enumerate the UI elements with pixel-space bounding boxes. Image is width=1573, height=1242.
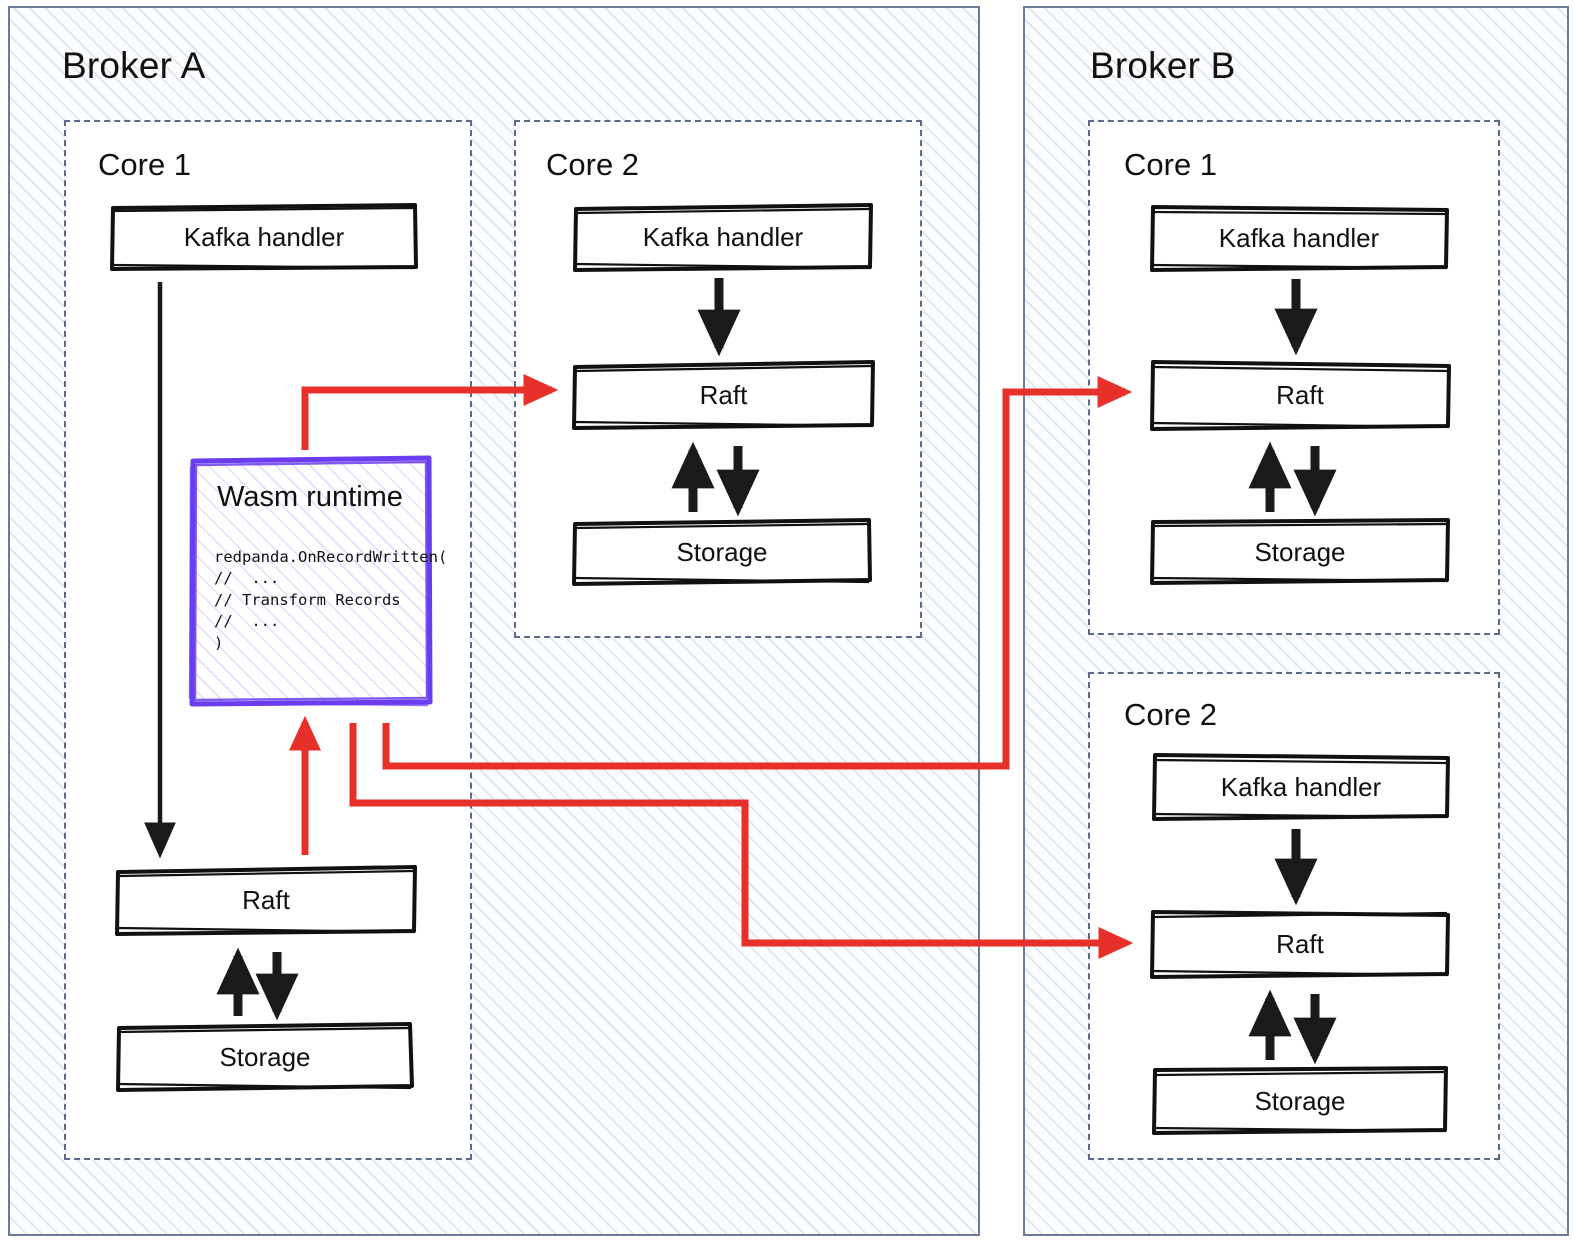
- a2-raft-box[interactable]: Raft: [571, 360, 876, 430]
- a1-kafka-handler-label: Kafka handler: [183, 221, 345, 252]
- b2-raft-box[interactable]: Raft: [1148, 908, 1452, 980]
- broker-a-core-2-title: Core 2: [546, 147, 640, 182]
- b1-storage-box[interactable]: Storage: [1148, 518, 1452, 586]
- b1-raft-box[interactable]: Raft: [1148, 358, 1452, 432]
- b2-kafka-handler-box[interactable]: Kafka handler: [1150, 752, 1452, 822]
- a2-kafka-handler-label: Kafka handler: [642, 221, 804, 252]
- b1-raft-label: Raft: [1276, 379, 1324, 410]
- broker-b-core-2-title: Core 2: [1124, 697, 1218, 732]
- wasm-runtime-code: redpanda.OnRecordWritten( // ... // Tran…: [214, 548, 448, 652]
- wasm-runtime-title: Wasm runtime: [217, 481, 403, 513]
- broker-b-title: Broker B: [1090, 45, 1236, 86]
- a1-storage-label: Storage: [219, 1041, 311, 1072]
- broker-a-core-1-title: Core 1: [98, 147, 192, 182]
- a2-kafka-handler-box[interactable]: Kafka handler: [572, 203, 874, 272]
- b1-storage-label: Storage: [1254, 536, 1346, 567]
- a2-storage-box[interactable]: Storage: [572, 518, 872, 586]
- a1-raft-box[interactable]: Raft: [114, 864, 418, 936]
- b1-kafka-handler-box[interactable]: Kafka handler: [1148, 204, 1450, 272]
- b2-raft-label: Raft: [1276, 928, 1324, 959]
- a1-kafka-handler-box[interactable]: Kafka handler: [110, 203, 418, 271]
- a2-raft-label: Raft: [699, 379, 748, 410]
- b2-storage-label: Storage: [1254, 1085, 1346, 1116]
- a1-storage-box[interactable]: Storage: [116, 1022, 414, 1092]
- a1-raft-label: Raft: [242, 884, 290, 915]
- broker-a-title: Broker A: [62, 45, 206, 86]
- b1-kafka-handler-label: Kafka handler: [1218, 222, 1380, 253]
- a1-wasm-runtime-box[interactable]: Wasm runtime redpanda.OnRecordWritten( /…: [186, 455, 447, 707]
- broker-b-core-1-title: Core 1: [1124, 147, 1218, 182]
- a2-storage-label: Storage: [676, 536, 768, 567]
- b2-storage-box[interactable]: Storage: [1150, 1066, 1450, 1136]
- b2-kafka-handler-label: Kafka handler: [1220, 771, 1382, 802]
